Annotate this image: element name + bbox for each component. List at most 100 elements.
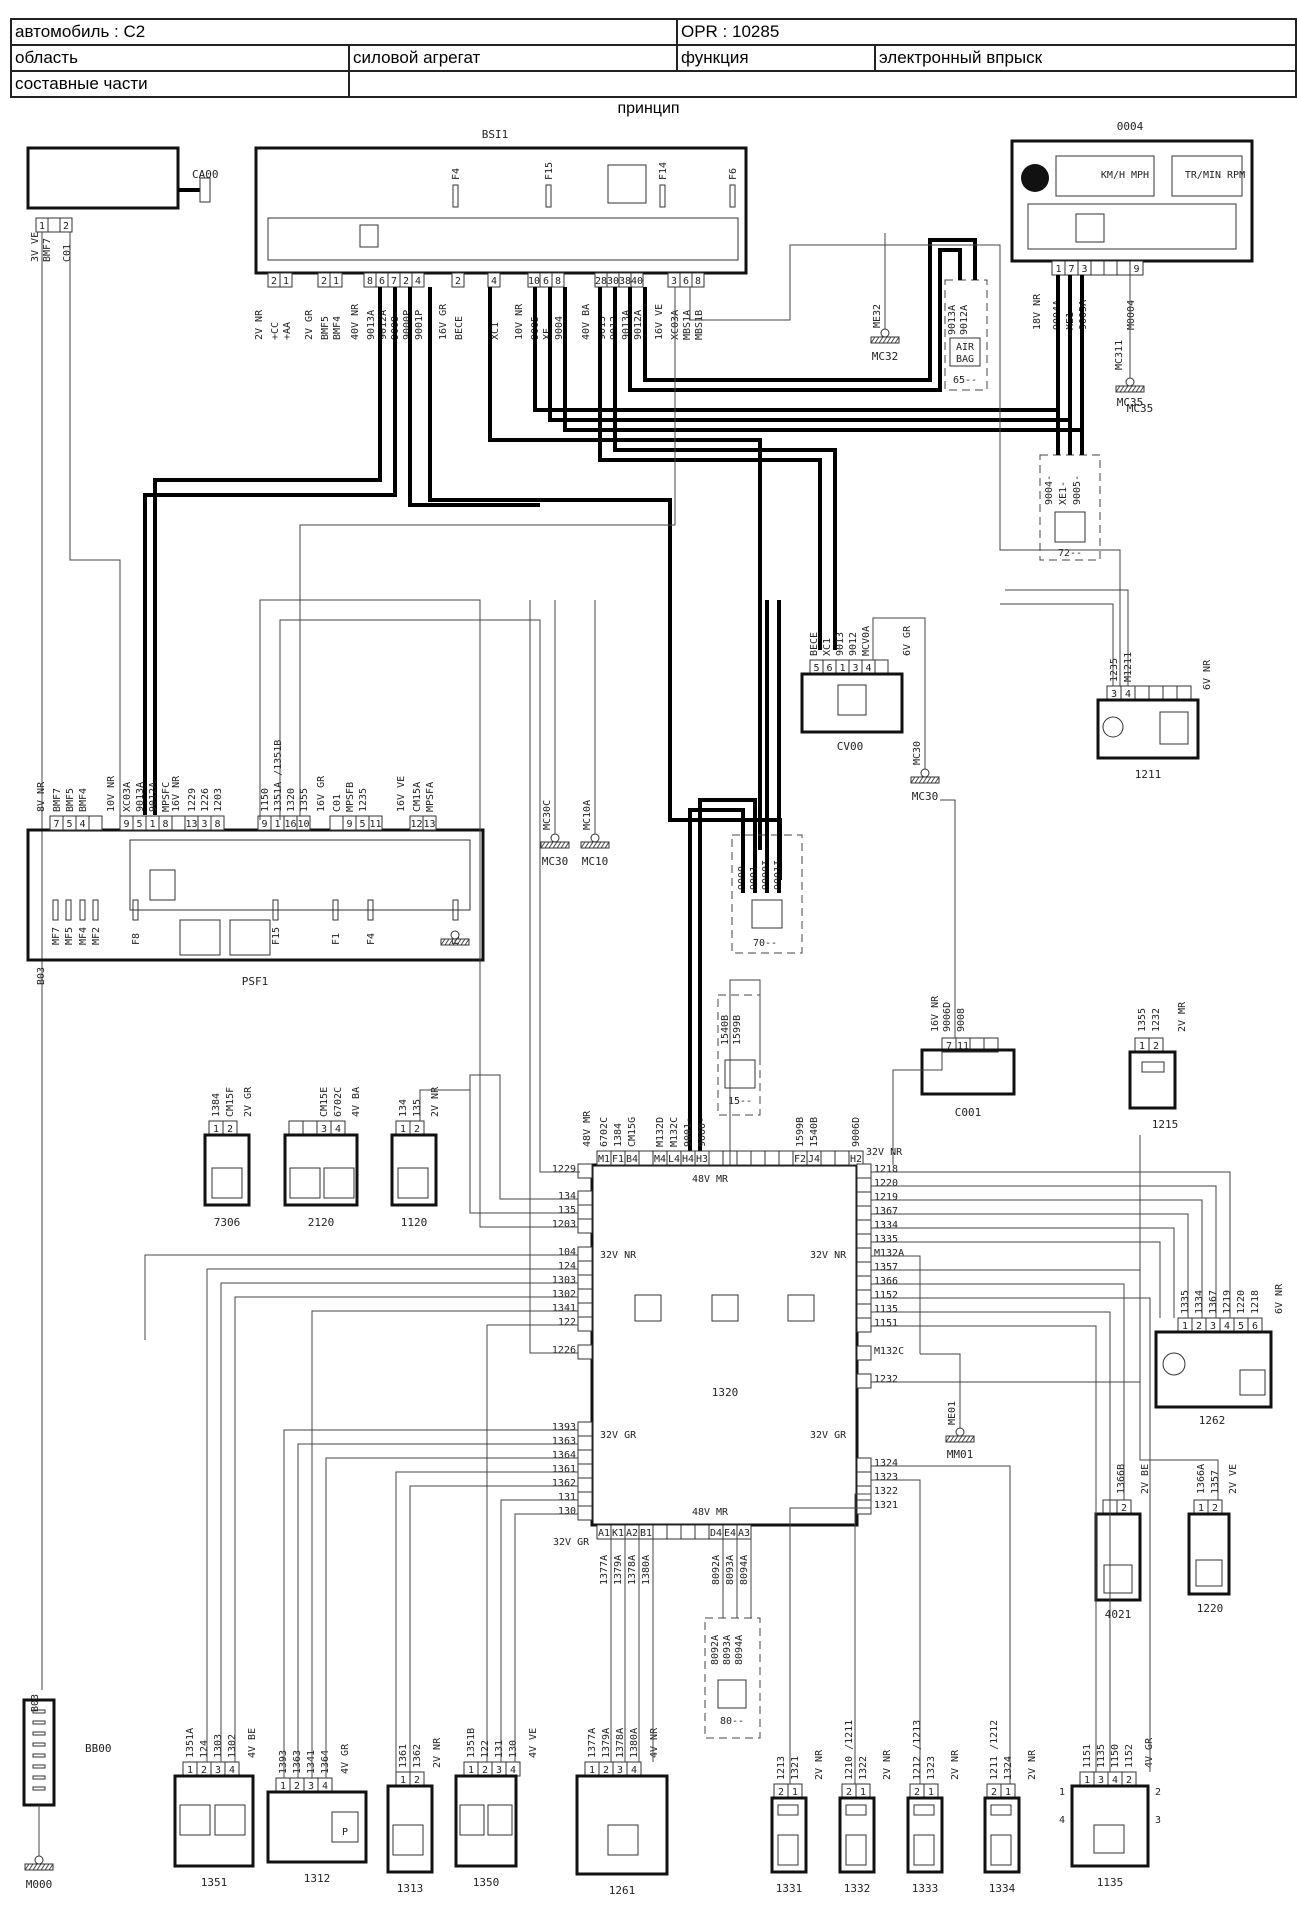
pin-number: 1: [400, 1775, 406, 1786]
pin-number: 1: [589, 1765, 595, 1776]
c1261-wire-label: 1379A: [601, 1728, 612, 1758]
ecu-right-pin: [856, 1275, 872, 1291]
c70-label: 70--: [753, 938, 777, 949]
pin-number: 4: [1224, 1321, 1230, 1332]
c1262-wire-label: 1335: [1180, 1290, 1191, 1314]
bsi1-connector-label: 40V NR: [350, 303, 361, 340]
injector-connector-label: 2V NR: [950, 1749, 961, 1780]
bsi1-wire-label: XC1: [490, 322, 501, 340]
pin-number: 10: [297, 819, 309, 830]
wire-m1211: [1005, 589, 1129, 686]
c1211-connector-label: 6V NR: [1202, 659, 1213, 690]
c1220-wire-label: 1366A: [1196, 1464, 1207, 1494]
pin-number: B4: [626, 1154, 638, 1165]
pin-number: 5: [136, 819, 142, 830]
speed-unit-label: KM/H MPH: [1101, 170, 1149, 181]
wire-9012: [613, 287, 837, 650]
ground-hatch: [1127, 385, 1133, 393]
ecu-top-wire-label: 1599B: [795, 1117, 806, 1147]
bsi1-box: [254, 146, 748, 275]
c1211-pin: [1176, 685, 1192, 701]
psf1-wire-label: CM15A: [412, 782, 423, 812]
ground-hatch: [544, 841, 550, 849]
pin-number: 1: [333, 276, 339, 287]
battery-cell: [32, 1753, 46, 1758]
ground-hatch: [556, 841, 562, 849]
c001-wire-label: 9008: [956, 1008, 967, 1032]
signal-wire: [325, 1457, 578, 1778]
solenoid-icon: [777, 1804, 799, 1816]
fuse-label: MF4: [78, 927, 89, 945]
ecu-top-pin: [848, 1150, 864, 1166]
c1261-wire-label: 1380A: [629, 1728, 640, 1758]
ground-hatch: [1135, 385, 1141, 393]
wire-9013: [598, 287, 822, 650]
battery-cell: [32, 1742, 46, 1747]
pin-number: 2: [1196, 1321, 1202, 1332]
bsi1-pin: [551, 272, 565, 288]
signal-wire: [871, 1185, 1217, 1318]
ecu-left-wire-label: 1393: [552, 1422, 576, 1433]
signal-wire: [409, 1485, 578, 1772]
pin-number: 9: [346, 819, 352, 830]
airbag-dashed: [944, 279, 988, 391]
ecu-top-pin: [834, 1150, 850, 1166]
c2120-wire-label: CM15E: [319, 1087, 330, 1117]
signal-wire: [395, 1471, 578, 1772]
pin-number: 4: [322, 1781, 328, 1792]
c1262-box: [1154, 1330, 1273, 1409]
ground-icon: [24, 1863, 54, 1871]
ecu-right-pin: [856, 1373, 872, 1389]
signal-wire: [871, 1199, 1203, 1318]
pin-number: 2: [227, 1124, 233, 1135]
signal-wire: [940, 799, 956, 1038]
c1215-wire-label: 1355: [1137, 1008, 1148, 1032]
ecu-right-pin: [856, 1457, 872, 1473]
coil-output-label: 2: [1155, 1787, 1161, 1798]
ground-hatch: [604, 841, 610, 849]
psf1-box: [26, 828, 485, 962]
signal-wire: [892, 1052, 943, 1165]
injector-box: [906, 1796, 944, 1874]
cv00-wire-label: 9013: [835, 632, 846, 656]
ecu-bottom-wire-label: 8094A: [739, 1555, 750, 1585]
c1351-box: [173, 1774, 255, 1868]
bsi1-inner: [267, 217, 739, 261]
ecu-left-wire-label: 131: [558, 1492, 576, 1503]
psf1-connector-label: 8V NR: [36, 781, 47, 812]
airbag-wire-label: 9013A: [947, 305, 958, 335]
c0004-pin: [1129, 260, 1144, 276]
ecu-left-wire-label: 122: [558, 1317, 576, 1328]
signal-wire: [871, 1269, 1219, 1500]
ground-hatch: [44, 1863, 50, 1871]
throttle-icon: [1239, 1369, 1266, 1396]
pin-number: 12: [410, 819, 422, 830]
solenoid-icon: [845, 1804, 867, 1816]
ground-hatch: [930, 776, 936, 784]
ecu-left-pin: [577, 1477, 593, 1493]
pin-number: 6: [683, 276, 689, 287]
wire-c01: [69, 232, 121, 820]
signal-wire: [220, 1282, 578, 1762]
pin-number: 2: [201, 1765, 207, 1776]
bsi1-connector-label: 16V VE: [654, 304, 665, 340]
pin-number: 8: [695, 276, 701, 287]
temp-icon: [1103, 1564, 1133, 1594]
pin-number: 6: [379, 276, 385, 287]
fuel-pump-icon: [1159, 711, 1189, 745]
ecu-right-pin: [856, 1471, 872, 1487]
ecu-corner-label: 32V GR: [553, 1537, 590, 1548]
speed-sensor-icon: [392, 1824, 424, 1856]
ecu-bottom-pin: [736, 1524, 752, 1540]
pin-number: 5: [359, 819, 365, 830]
ground-hatch: [878, 336, 884, 344]
bsi1-wire-label: 9001P: [414, 310, 425, 340]
c1350-wire-label: 130: [508, 1740, 519, 1758]
ground-hatch: [922, 776, 928, 784]
c1120-connector-label: 2V NR: [430, 1086, 441, 1117]
ecu-right-wire-label: 1135: [874, 1304, 898, 1315]
cv00-wire-label: MCV0A: [861, 626, 872, 656]
ecu-right-wire-label: 1151: [874, 1318, 898, 1329]
fuse-icon: [729, 184, 736, 208]
battery-cell: [32, 1786, 46, 1791]
